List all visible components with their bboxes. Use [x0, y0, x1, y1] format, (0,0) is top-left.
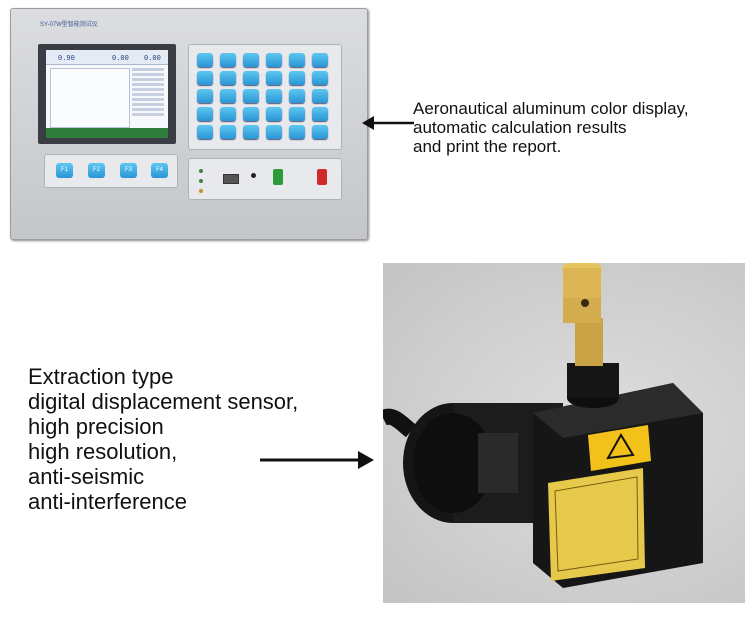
keypad-key[interactable] — [266, 71, 282, 85]
indicator-light — [251, 173, 256, 178]
keypad-key[interactable] — [289, 71, 305, 85]
keypad-key[interactable] — [266, 107, 282, 121]
sensor-photo — [383, 263, 745, 603]
keypad-key[interactable] — [243, 53, 259, 67]
keypad-key[interactable] — [266, 89, 282, 103]
keypad-key[interactable] — [220, 125, 236, 139]
keypad-key[interactable] — [243, 89, 259, 103]
keypad-key[interactable] — [197, 107, 213, 121]
keypad-key[interactable] — [312, 107, 328, 121]
annotation-line: Aeronautical aluminum color display, — [413, 99, 689, 118]
annotation-line: and print the report. — [413, 137, 562, 156]
stop-button[interactable] — [317, 169, 327, 185]
screen-footer-bar — [46, 128, 168, 138]
keypad-key[interactable] — [197, 71, 213, 85]
annotation-line: Extraction type — [28, 364, 174, 389]
screen-plot-area — [50, 68, 130, 128]
function-key-f2[interactable]: F2 — [88, 163, 105, 178]
status-led — [199, 189, 203, 193]
arrow-right-icon — [260, 451, 374, 469]
keypad-key[interactable] — [312, 71, 328, 85]
keypad-key[interactable] — [243, 107, 259, 121]
annotation-line: anti-interference — [28, 489, 187, 514]
lcd-screen: 0.90 0.00 0.00 — [46, 50, 168, 138]
sensor-annotation: Extraction type digital displacement sen… — [28, 364, 368, 514]
displacement-sensor-image — [383, 263, 703, 588]
display-annotation: Aeronautical aluminum color display, aut… — [413, 99, 748, 156]
keypad-key[interactable] — [197, 53, 213, 67]
keypad-key[interactable] — [312, 53, 328, 67]
status-led — [199, 179, 203, 183]
screen-value: 0.90 — [58, 55, 75, 63]
keypad-key[interactable] — [220, 71, 236, 85]
function-key-f1[interactable]: F1 — [56, 163, 73, 178]
keypad-key[interactable] — [289, 89, 305, 103]
function-key-f3[interactable]: F3 — [120, 163, 137, 178]
keypad-key[interactable] — [243, 71, 259, 85]
panel-title: SY-07W型智能测试仪 — [40, 22, 98, 28]
keypad-key[interactable] — [289, 125, 305, 139]
keypad-key[interactable] — [243, 125, 259, 139]
keypad-key[interactable] — [197, 125, 213, 139]
keypad-key[interactable] — [220, 53, 236, 67]
status-led — [199, 169, 203, 173]
keypad-key[interactable] — [312, 89, 328, 103]
function-key-f4[interactable]: F4 — [151, 163, 168, 178]
arrow-left-icon — [362, 116, 414, 130]
keypad-key[interactable] — [197, 89, 213, 103]
screen-header — [46, 50, 168, 65]
keypad-key[interactable] — [312, 125, 328, 139]
usb-port[interactable] — [223, 174, 239, 184]
annotation-line: high resolution, — [28, 439, 178, 464]
annotation-line: digital displacement sensor, — [28, 389, 299, 414]
keypad-key[interactable] — [220, 89, 236, 103]
keypad-key[interactable] — [266, 125, 282, 139]
start-button[interactable] — [273, 169, 283, 185]
function-key-panel: F1 F2 F3 F4 — [44, 154, 178, 188]
keypad-key[interactable] — [289, 107, 305, 121]
annotation-line: high precision — [28, 414, 164, 439]
keypad-key[interactable] — [289, 53, 305, 67]
keypad-key[interactable] — [266, 53, 282, 67]
screen-value: 0.00 — [112, 55, 129, 63]
screen-value: 0.00 — [144, 55, 161, 63]
screen-data-list — [132, 68, 164, 126]
annotation-line: automatic calculation results — [413, 118, 627, 137]
annotation-line: anti-seismic — [28, 464, 145, 489]
keypad-key[interactable] — [220, 107, 236, 121]
io-panel — [188, 158, 342, 200]
